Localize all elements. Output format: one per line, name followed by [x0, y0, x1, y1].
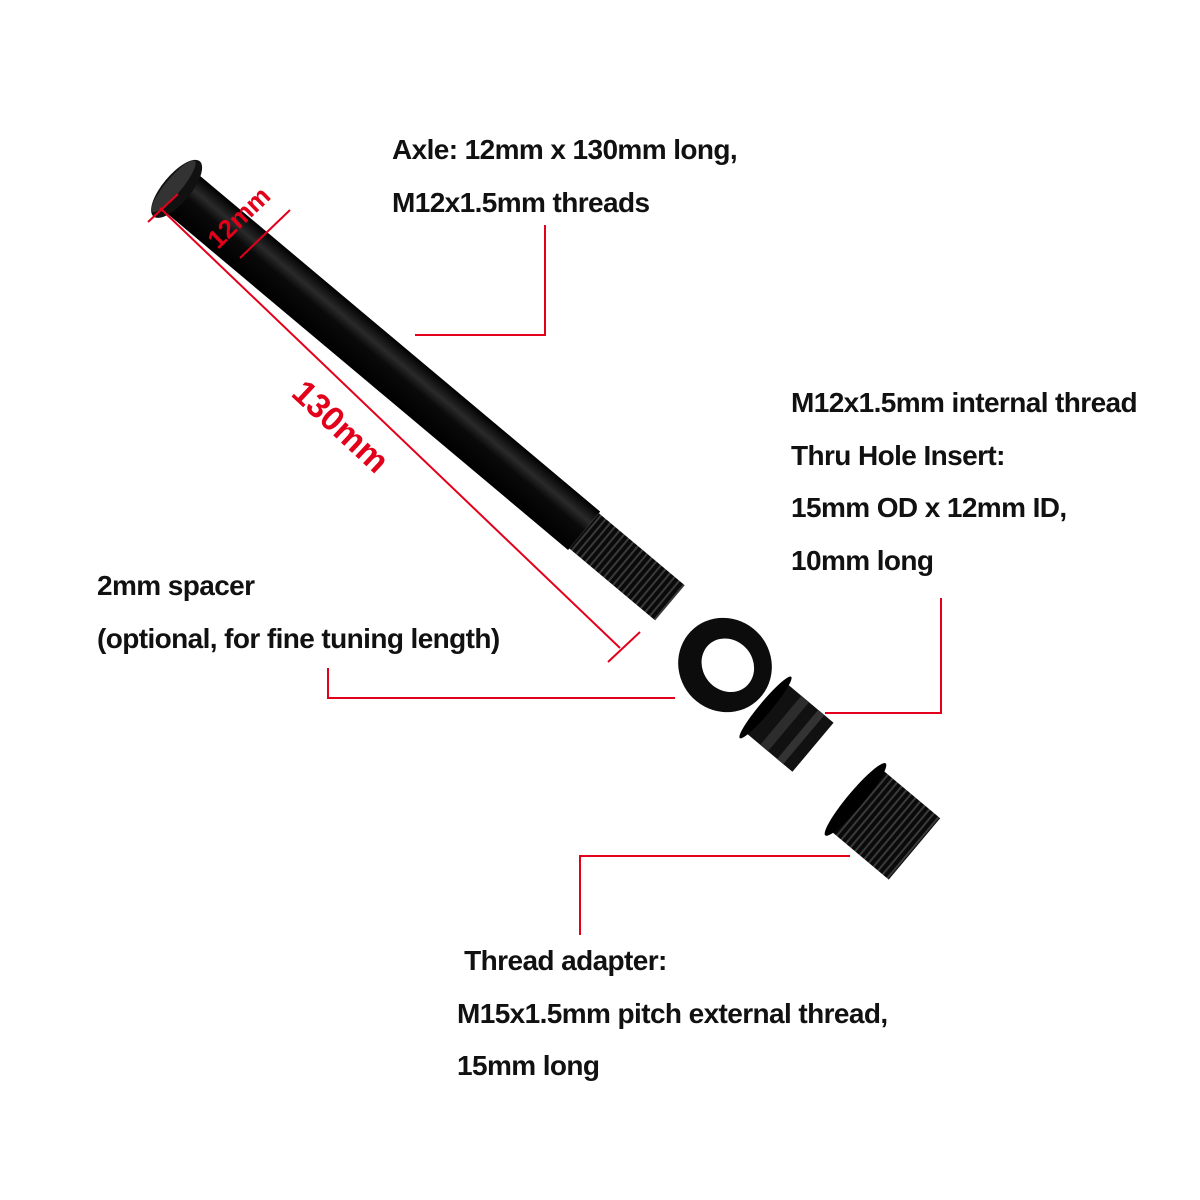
insert-callout-line: M12x1.5mm internal thread [791, 387, 1138, 418]
thru-hole-insert [739, 676, 834, 772]
spacer-washer [678, 617, 772, 713]
spacer-callout-line: (optional, for fine tuning length) [97, 622, 500, 654]
adapter-callout-line: 15mm long [457, 1050, 600, 1081]
adapter-callout: Thread adapter: M15x1.5mm pitch external … [457, 935, 888, 1093]
axle-callout-line: M12x1.5mm threads [392, 186, 650, 218]
spacer-callout: 2mm spacer (optional, for fine tuning len… [97, 560, 500, 665]
leader-lines [327, 225, 942, 935]
thread-adapter [824, 763, 941, 880]
spacer-callout-line: 2mm spacer [97, 570, 255, 601]
axle-callout-line: Axle: 12mm x 130mm long, [392, 134, 738, 165]
axle [151, 159, 685, 621]
insert-callout-line: 15mm OD x 12mm ID, [791, 492, 1067, 523]
axle-callout: Axle: 12mm x 130mm long, M12x1.5mm thread… [392, 124, 738, 229]
dimension-lines [147, 193, 641, 663]
insert-callout-line: Thru Hole Insert: [791, 439, 1005, 471]
adapter-callout-line: Thread adapter: [457, 945, 667, 976]
adapter-callout-line: M15x1.5mm pitch external thread, [457, 997, 888, 1029]
insert-callout-line: 10mm long [791, 544, 934, 576]
